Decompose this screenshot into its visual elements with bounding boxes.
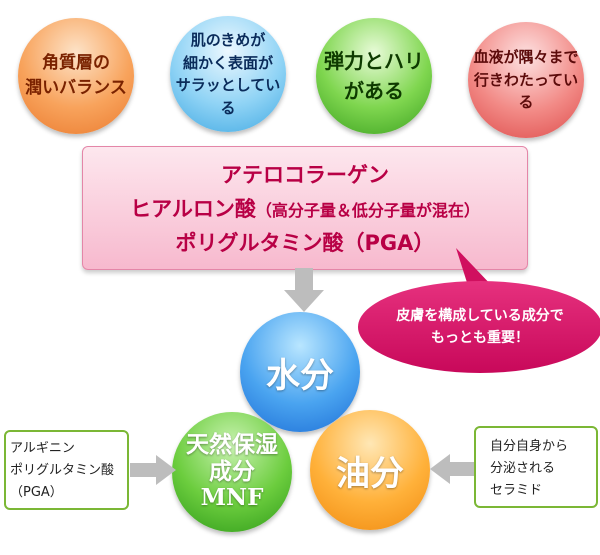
circle-nmf: 天然保湿 成分 MNF <box>172 412 292 532</box>
circle-text-line: 角質層の <box>41 52 110 73</box>
water-label: 水分 <box>266 355 334 396</box>
arrow-right-icon <box>130 455 176 485</box>
circle-moisture-balance: 角質層の 潤いバランス <box>18 18 134 134</box>
box-line: 分泌される <box>490 461 556 477</box>
circle-text-line: 弾力とハリ <box>324 49 424 73</box>
box-line: 自分自身から <box>490 439 569 454</box>
ingredient-hyaluronic-note: （高分子量＆低分子量が混在） <box>255 201 480 220</box>
ceramide-source-box: 自分自身から 分泌される セラミド <box>474 426 598 508</box>
ingredient-hyaluronic-acid: ヒアルロン酸（高分子量＆低分子量が混在） <box>83 193 527 223</box>
ingredient-atelocollagen: アテロコラーゲン <box>221 163 389 187</box>
circle-text-line: 潤いバランス <box>25 78 127 98</box>
circle-text-line: 肌のきめが <box>190 31 266 49</box>
box-line: アルギニン <box>10 441 75 456</box>
arrow-down-icon <box>284 268 324 312</box>
circle-text-line: がある <box>344 79 404 103</box>
circle-water: 水分 <box>240 312 360 432</box>
box-line: （PGA） <box>10 485 63 501</box>
nmf-label-line: MNF <box>200 484 264 512</box>
circle-text-line: 行きわたっている <box>473 70 579 112</box>
circle-fine-texture: 肌のきめが 細かく表面が サラッとしている <box>170 16 286 132</box>
box-line: ポリグルタミン酸 <box>10 463 115 479</box>
bubble-line: もっとも重要！ <box>431 330 529 346</box>
nmf-label-line: 天然保湿 <box>186 431 278 459</box>
importance-bubble: 皮膚を構成している成分で もっとも重要！ <box>358 281 600 373</box>
circle-oil: 油分 <box>310 410 430 530</box>
box-line: セラミド <box>490 483 543 499</box>
arrow-left-icon <box>430 454 476 484</box>
nmf-label-line: 成分 <box>209 457 255 485</box>
circle-text-line: 血液が隅々まで <box>473 48 579 67</box>
circle-text-line: サラッとしている <box>175 76 281 117</box>
circle-text-line: 細かく表面が <box>182 53 273 72</box>
ingredient-hyaluronic-main: ヒアルロン酸 <box>130 197 256 221</box>
bubble-line: 皮膚を構成している成分で <box>396 307 564 324</box>
ingredient-pga: ポリグルタミン酸（PGA） <box>175 231 435 255</box>
ingredients-box: アテロコラーゲン ヒアルロン酸（高分子量＆低分子量が混在） ポリグルタミン酸（P… <box>82 146 528 270</box>
circle-elasticity: 弾力とハリ がある <box>316 18 432 134</box>
oil-label: 油分 <box>336 453 404 494</box>
circle-blood-flow: 血液が隅々まで 行きわたっている <box>468 22 584 138</box>
nmf-source-box: アルギニン ポリグルタミン酸 （PGA） <box>4 430 129 510</box>
